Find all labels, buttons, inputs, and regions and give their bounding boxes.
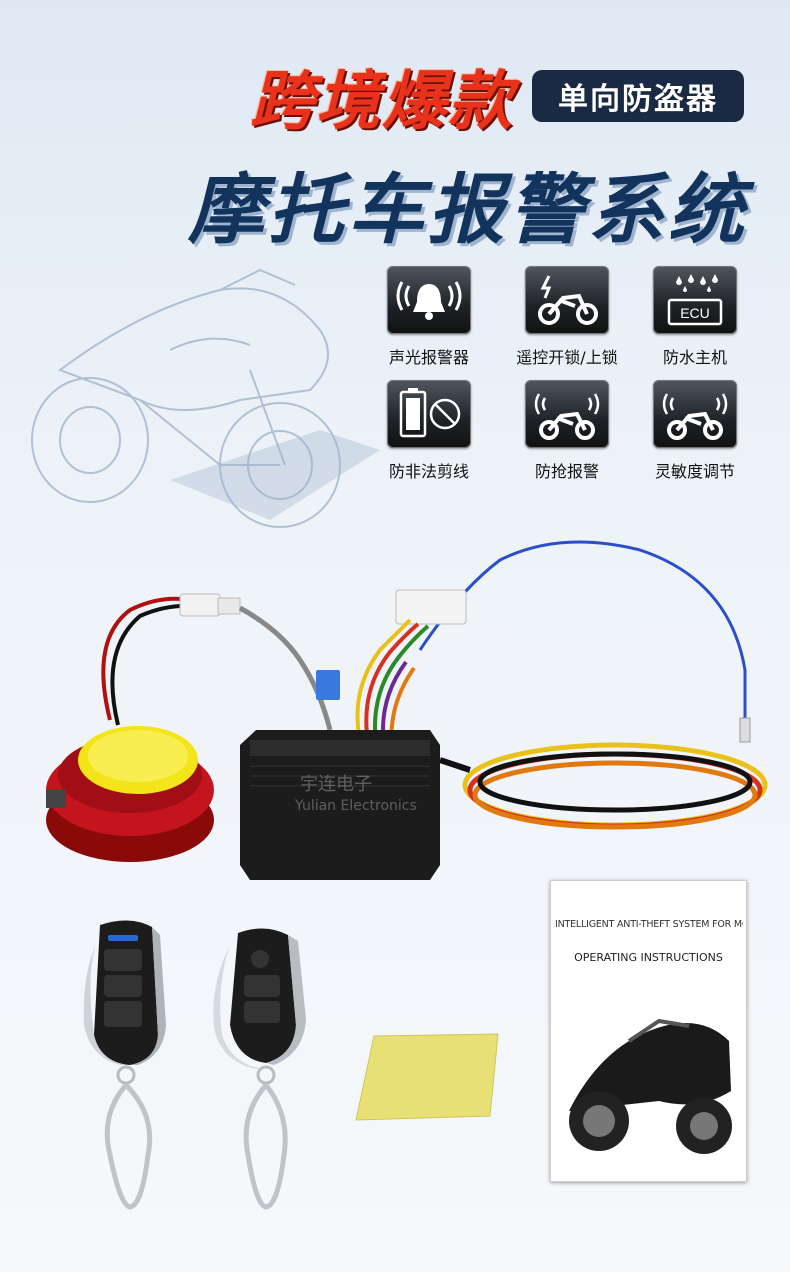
motorcycle-sketch-illustration — [31, 268, 380, 528]
manual-motorcycle-photo — [569, 1018, 732, 1154]
feature-label: 声光报警器 — [388, 348, 469, 367]
watermark-en: Yulian Electronics — [295, 798, 417, 814]
ecu-text: ECU — [680, 305, 710, 321]
feature-label: 防抢报警 — [534, 462, 599, 481]
motorcycle-signal-icon — [525, 380, 609, 448]
feature-anti-robbery: 防抢报警 — [512, 380, 622, 482]
bell-icon — [387, 266, 471, 334]
wiring-harness-illustration — [46, 540, 768, 880]
feature-label: 防水主机 — [662, 348, 727, 367]
feature-label: 灵敏度调节 — [654, 462, 735, 481]
manual-title: INTELLIGENT ANTI-THEFT SYSTEM FOR MOTORC… — [555, 919, 743, 930]
motorcycle-signal-icon — [653, 380, 737, 448]
motorcycle-spark-icon — [525, 266, 609, 334]
instruction-manual: INTELLIGENT ANTI-THEFT SYSTEM FOR MOTORC… — [550, 880, 747, 1182]
feature-sound-light-alarm: 声光报警器 — [374, 266, 484, 368]
hot-title: 跨境爆款 — [250, 65, 514, 139]
ecu-water-icon: ECU — [653, 266, 737, 334]
adhesive-pad-illustration — [355, 1033, 499, 1121]
feature-anti-cut: 防非法剪线 — [374, 380, 484, 482]
feature-label: 防非法剪线 — [388, 462, 469, 481]
main-title: 摩托车报警系统 — [188, 165, 748, 254]
manual-subtitle: OPERATING INSTRUCTIONS — [574, 951, 723, 964]
feature-label: 遥控开锁/上锁 — [516, 348, 618, 367]
feature-sensitivity-adjust: 灵敏度调节 — [640, 380, 750, 482]
feature-waterproof-host: ECU 防水主机 — [640, 266, 750, 368]
battery-cut-icon — [387, 380, 471, 448]
tag-badge: 单向防盗器 — [532, 70, 744, 122]
remote-keys-illustration — [83, 920, 306, 1210]
feature-remote-lock: 遥控开锁/上锁 — [512, 266, 622, 368]
watermark-cn: 宇连电子 — [300, 774, 372, 795]
